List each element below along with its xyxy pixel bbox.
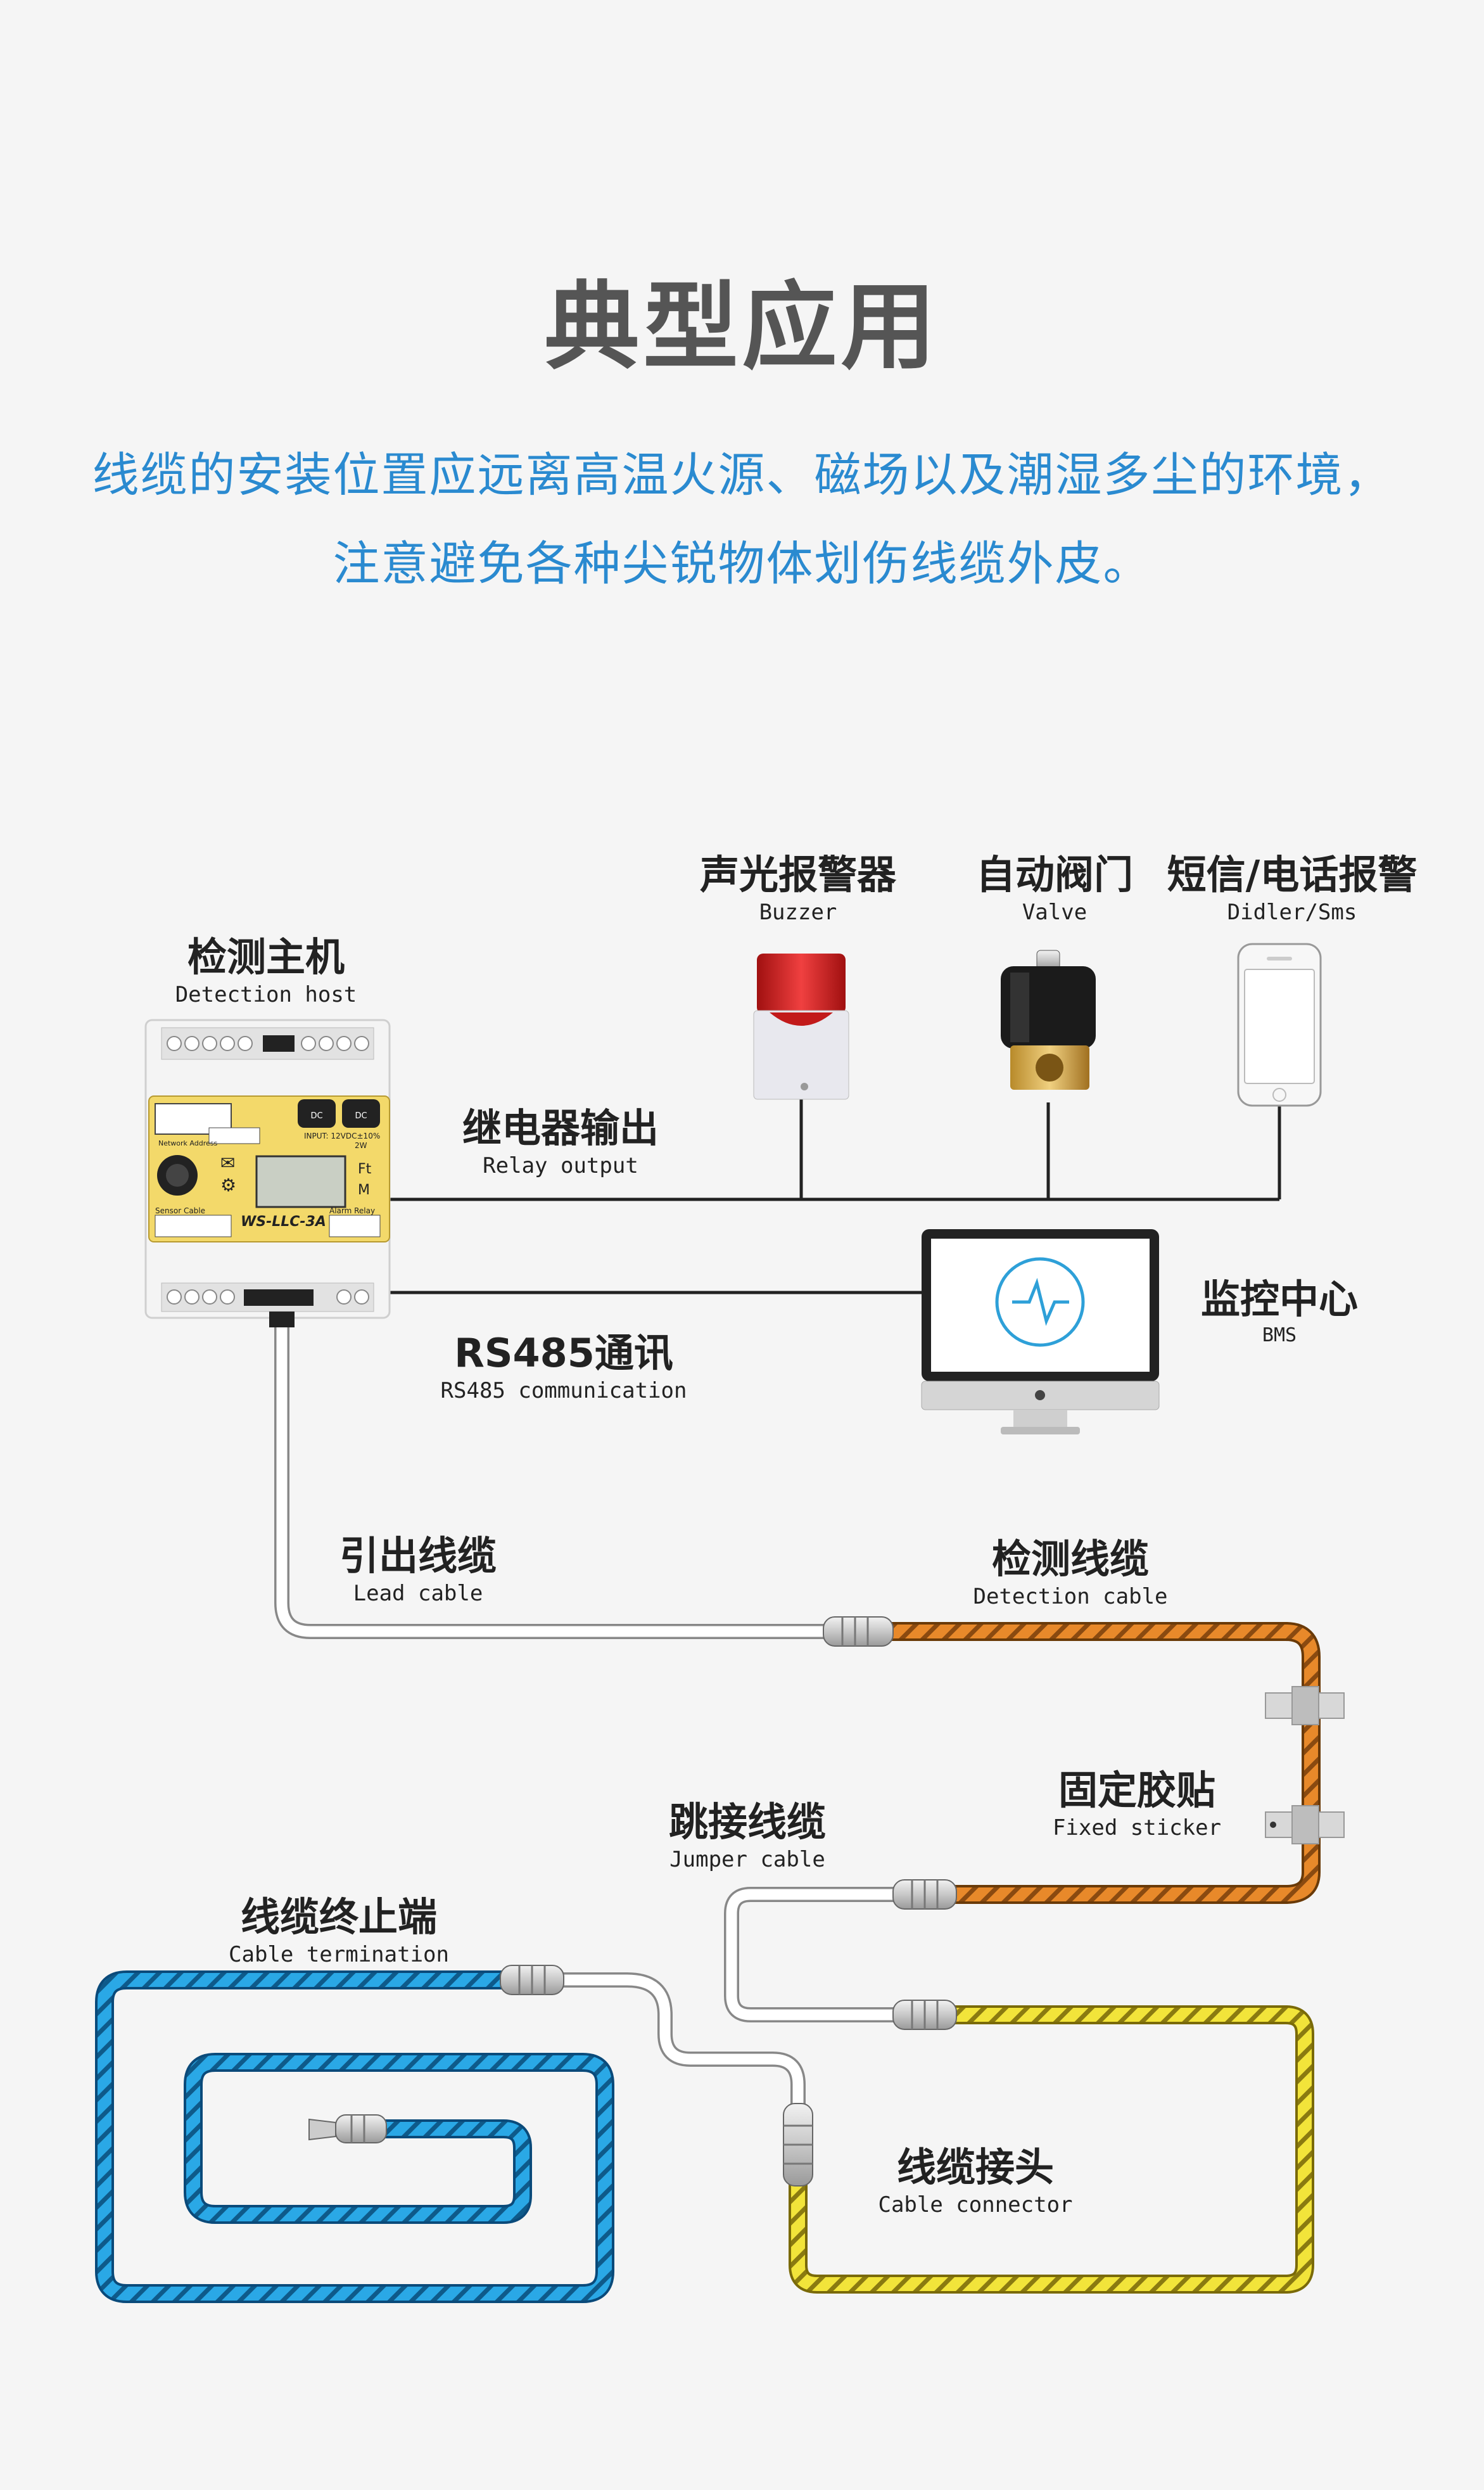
connector-lead-detection: [823, 1616, 894, 1647]
valve-icon: [1001, 950, 1096, 1090]
svg-text:✉: ✉: [220, 1152, 235, 1173]
label-sms: 短信/电话报警 Didler/Sms: [1159, 843, 1425, 925]
label-zh: 检测主机: [187, 934, 345, 980]
label-en: Fixed sticker: [1052, 1815, 1222, 1841]
label-zh: 自动阀门: [975, 852, 1133, 898]
svg-text:DC: DC: [355, 1111, 367, 1121]
label-zh: RS485通讯: [454, 1330, 673, 1376]
label-valve: 自动阀门 Valve: [953, 843, 1156, 925]
label-en: Jumper cable: [669, 1847, 825, 1872]
buzzer-icon: [753, 954, 849, 1100]
label-en: Didler/Sms: [1227, 900, 1357, 925]
svg-text:WS-LLC-3A: WS-LLC-3A: [241, 1214, 326, 1230]
svg-text:M: M: [358, 1182, 370, 1198]
label-zh: 声光报警器: [699, 852, 896, 898]
label-en: Cable termination: [229, 1942, 449, 1967]
svg-text:DC: DC: [310, 1111, 322, 1121]
label-zh: 固定胶贴: [1058, 1767, 1215, 1813]
label-en: Detection host: [175, 982, 357, 1007]
connector-detection-jumper: [892, 1879, 957, 1910]
label-jumper-cable: 跳接线缆 Jumper cable: [640, 1790, 855, 1872]
svg-text:Ft: Ft: [358, 1161, 372, 1177]
monitor-icon: [921, 1229, 1160, 1434]
svg-text:⚙: ⚙: [220, 1175, 236, 1196]
label-zh: 线缆终止端: [240, 1894, 437, 1940]
label-zh: 短信/电话报警: [1167, 852, 1417, 898]
relay-output-wiring: [390, 1096, 1281, 1201]
label-en: Valve: [1022, 900, 1088, 925]
page-title: 典型应用: [544, 272, 940, 383]
label-zh: 线缆接头: [896, 2144, 1054, 2190]
svg-text:Alarm Relay: Alarm Relay: [329, 1206, 375, 1215]
label-zh: 检测线缆: [991, 1536, 1149, 1582]
label-cable-termination: 线缆终止端 Cable termination: [209, 1885, 469, 1967]
label-detection-host: 检测主机 Detection host: [124, 925, 409, 1007]
description-line-2: 注意避免各种尖锐物体划伤线缆外皮。: [333, 537, 1151, 591]
label-en: Detection cable: [973, 1584, 1168, 1609]
label-relay-output: 继电器输出 Relay output: [424, 1096, 697, 1178]
label-en: Lead cable: [353, 1581, 483, 1606]
label-en: Relay output: [483, 1153, 638, 1178]
svg-text:INPUT: 12VDC±10%: INPUT: 12VDC±10%: [304, 1132, 380, 1140]
label-buzzer: 声光报警器 Buzzer: [671, 843, 925, 925]
fixed-sticker-icon: [1265, 1686, 1345, 1844]
label-en: Cable connector: [878, 2192, 1073, 2218]
label-rs485: RS485通讯 RS485 communication: [412, 1321, 716, 1403]
label-detection-cable: 检测线缆 Detection cable: [937, 1527, 1203, 1609]
connector-termination: [500, 1965, 564, 1995]
label-monitoring-center: 监控中心 BMS: [1178, 1267, 1381, 1346]
detection-host-device: DC DC INPUT: 12VDC±10% 2W Network Addres…: [144, 1019, 391, 1327]
label-cable-connector: 线缆接头 Cable connector: [855, 2135, 1096, 2218]
label-lead-cable: 引出线缆 Lead cable: [304, 1524, 532, 1606]
connector-jumper-yellow: [892, 2000, 957, 2030]
label-zh: 引出线缆: [339, 1533, 497, 1579]
description-line-1: 线缆的安装位置应远离高温火源、磁场以及潮湿多尘的环境，: [92, 448, 1392, 502]
cable-connector-icon: [783, 2103, 813, 2187]
svg-text:Sensor Cable: Sensor Cable: [155, 1206, 205, 1215]
svg-text:Network Address: Network Address: [158, 1139, 218, 1147]
label-fixed-sticker: 固定胶贴 Fixed sticker: [1020, 1758, 1254, 1841]
label-zh: 监控中心: [1200, 1276, 1358, 1322]
label-zh: 跳接线缆: [668, 1799, 826, 1845]
phone-icon: [1237, 943, 1322, 1107]
svg-text:2W: 2W: [355, 1141, 367, 1150]
label-en: Buzzer: [759, 900, 837, 925]
jumper-cable: [724, 1887, 899, 2022]
cable-end-cap-icon: [308, 2114, 387, 2143]
label-zh: 继电器输出: [462, 1105, 659, 1151]
label-en: BMS: [1262, 1324, 1297, 1346]
label-en: RS485 communication: [440, 1378, 687, 1403]
